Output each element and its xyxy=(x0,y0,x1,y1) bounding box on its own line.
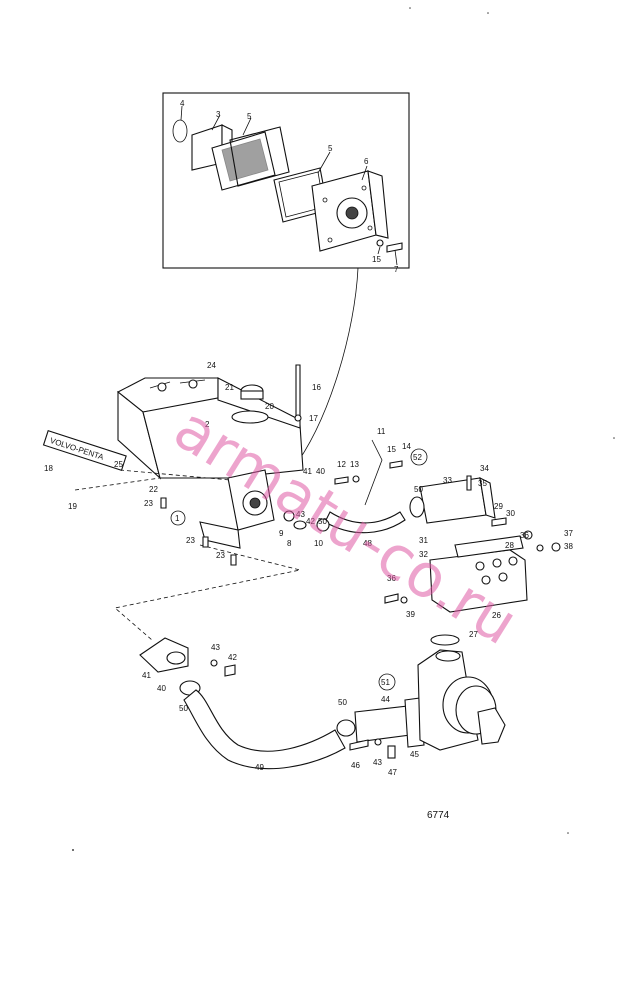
assembly-line xyxy=(114,544,301,641)
callout-31: 31 xyxy=(419,536,428,545)
drawing-number: 6774 xyxy=(427,810,450,821)
hose-49 xyxy=(183,689,346,770)
callout-43: 43 xyxy=(211,643,220,652)
callout-20: 20 xyxy=(265,402,274,411)
callout-51: 51 xyxy=(381,678,390,687)
callout-26: 26 xyxy=(492,611,501,620)
callout-50: 50 xyxy=(179,704,188,713)
hose-clamp-50b xyxy=(336,719,356,737)
callout-39: 39 xyxy=(406,610,415,619)
callout-23: 23 xyxy=(216,551,225,560)
nut-47 xyxy=(387,745,396,759)
callout-29: 29 xyxy=(494,502,503,511)
callout-1: 1 xyxy=(175,514,180,523)
callout-15: 15 xyxy=(372,255,381,264)
manifold-26 xyxy=(429,549,528,613)
callout-11: 11 xyxy=(377,427,386,436)
callout-38: 38 xyxy=(564,542,573,551)
heat-exchanger-block xyxy=(116,377,304,549)
callout-6: 6 xyxy=(364,157,369,166)
callout-ring-1 xyxy=(170,510,186,526)
callout-8: 8 xyxy=(287,539,292,548)
callout-41: 41 xyxy=(303,467,312,476)
filler-neck-20 xyxy=(231,410,269,424)
callout-50: 50 xyxy=(338,698,347,707)
callout-4: 4 xyxy=(180,99,185,108)
callout-23: 23 xyxy=(144,499,153,508)
pump-shaft-nut xyxy=(477,707,506,745)
callout-23: 23 xyxy=(186,536,195,545)
callout-14: 14 xyxy=(402,442,411,451)
callout-50: 50 xyxy=(318,517,327,526)
callout-22: 22 xyxy=(149,485,158,494)
washer-17 xyxy=(294,414,302,422)
callout-42: 42 xyxy=(306,517,315,526)
callout-46: 46 xyxy=(351,761,360,770)
callout-40: 40 xyxy=(316,467,325,476)
detail-inset xyxy=(162,92,410,269)
callout-34: 34 xyxy=(480,464,489,473)
callout-2: 2 xyxy=(205,420,210,429)
callout-41: 41 xyxy=(142,671,151,680)
pipe-44 xyxy=(354,705,411,743)
thermostat-housing-33 xyxy=(419,477,487,524)
callout-40: 40 xyxy=(157,684,166,693)
brand-plate-frame xyxy=(42,429,127,471)
callout-10: 10 xyxy=(314,539,323,548)
hose-48 xyxy=(324,511,406,534)
callout-12: 12 xyxy=(337,460,346,469)
callout-3: 3 xyxy=(216,110,221,119)
callout-24: 24 xyxy=(207,361,216,370)
callout-43: 43 xyxy=(373,758,382,767)
callout-30: 30 xyxy=(506,509,515,518)
washer-43 xyxy=(374,738,382,746)
callout-25: 25 xyxy=(114,460,123,469)
gasket-5a xyxy=(229,126,290,187)
long-screw-16 xyxy=(295,364,301,421)
bracket-11 xyxy=(364,439,383,506)
bolt-46 xyxy=(349,739,369,751)
inset-connector xyxy=(291,267,359,471)
callout-45: 45 xyxy=(410,750,419,759)
callout-18: 18 xyxy=(44,464,53,473)
callout-47: 47 xyxy=(388,768,397,777)
callout-48: 48 xyxy=(363,539,372,548)
callout-44: 44 xyxy=(381,695,390,704)
callout-labels: 4 3 5 5 6 15 7 24 21 16 20 17 2 25 18 19… xyxy=(44,99,573,777)
callout-52: 52 xyxy=(413,453,422,462)
callout-7: 7 xyxy=(394,265,399,274)
o-ring-4 xyxy=(172,119,188,143)
callout-17: 17 xyxy=(309,414,318,423)
callout-ring-51 xyxy=(378,673,396,691)
callout-15: 15 xyxy=(387,445,396,454)
callout-19: 19 xyxy=(68,502,77,511)
callout-16: 16 xyxy=(312,383,321,392)
gasket-28 xyxy=(454,535,524,558)
callout-49: 49 xyxy=(255,763,264,772)
callout-35: 35 xyxy=(478,479,487,488)
callout-32: 32 xyxy=(419,550,428,559)
o-ring-27 xyxy=(430,634,460,646)
callout-5: 5 xyxy=(328,144,333,153)
washer-15 xyxy=(376,239,384,247)
screw-7 xyxy=(386,242,403,253)
callout-28: 28 xyxy=(505,541,514,550)
core-element xyxy=(221,138,269,182)
callout-21: 21 xyxy=(225,383,234,392)
callout-13: 13 xyxy=(350,460,359,469)
callout-43: 43 xyxy=(296,510,305,519)
callout-5: 5 xyxy=(247,112,252,121)
callout-ring-52 xyxy=(410,448,428,466)
callout-36: 36 xyxy=(520,531,529,540)
callout-27: 27 xyxy=(469,630,478,639)
callout-50: 50 xyxy=(414,485,423,494)
callout-36: 36 xyxy=(387,574,396,583)
callout-9: 9 xyxy=(279,529,284,538)
callout-33: 33 xyxy=(443,476,452,485)
callout-42: 42 xyxy=(228,653,237,662)
callout-37: 37 xyxy=(564,529,573,538)
